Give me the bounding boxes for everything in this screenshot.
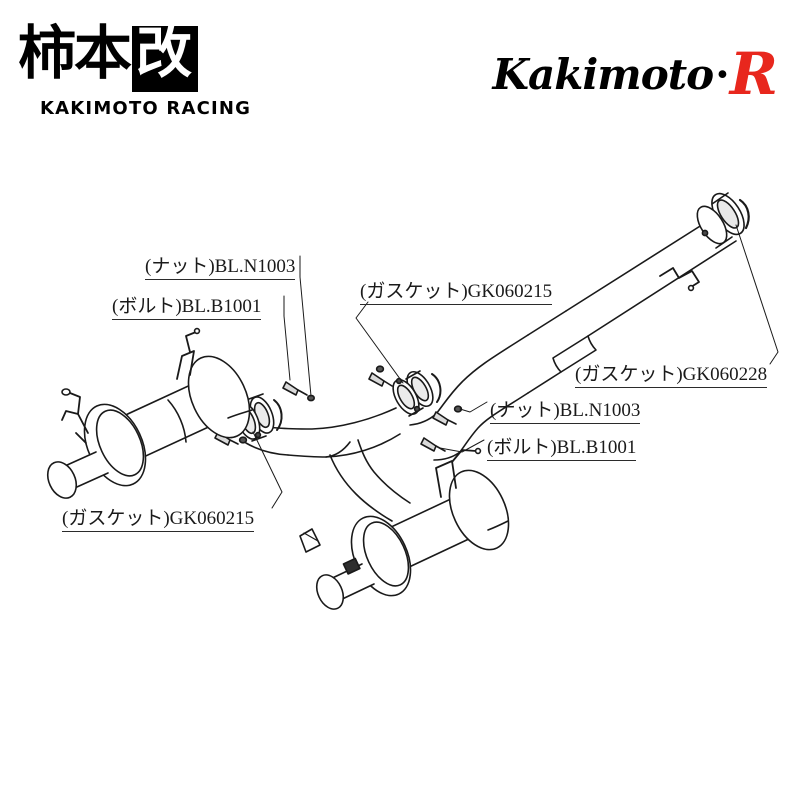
hardware-right-upper: [432, 405, 463, 426]
label-bolt-lower-right: (ボルト)BL.B1001: [487, 437, 637, 461]
logo-script-text: Kakimoto: [492, 49, 715, 99]
hanger-right: [435, 447, 482, 498]
logo-separator-dot: ·: [715, 49, 730, 99]
hanger-hook-front: [659, 267, 700, 292]
logo-accent-r: R: [729, 40, 778, 108]
logo-romaji-text: KAKIMOTO RACING: [40, 98, 252, 119]
kanji-kaki: 柿: [18, 19, 76, 87]
label-bolt-upper-left: (ボルト)BL.B1001: [112, 296, 262, 320]
hardware-mid-lower: [368, 365, 393, 387]
hardware-right-lower: [420, 437, 446, 452]
flange-rear: [696, 192, 750, 249]
label-nut-lower-right: (ナット)BL.N1003: [490, 400, 641, 424]
muffler-left: [46, 355, 253, 499]
flange-mid: [392, 370, 442, 417]
kanji-row: 柿 本 改: [18, 20, 208, 96]
kanji-kai-box: 改: [132, 20, 198, 92]
label-gasket-lower-left: (ガスケット)GK060215: [62, 508, 255, 532]
kanji-moto: 本: [74, 19, 132, 87]
leader-lines: [252, 224, 779, 509]
hardware-mid-upper: [282, 381, 315, 402]
label-gasket-right: (ガスケット)GK060228: [575, 364, 768, 388]
kakimoto-racing-logo: 柿 本 改 KAKIMOTO RACING: [18, 20, 250, 122]
y-split-pipe: [239, 407, 411, 522]
label-nut-upper-left: (ナット)BL.N1003: [145, 256, 296, 280]
label-gasket-center: (ガスケット)GK060215: [360, 281, 553, 305]
kakimoto-r-logo: Kakimoto · R: [493, 44, 778, 104]
kanji-kai: 改: [136, 20, 192, 86]
front-pipe: [409, 215, 737, 461]
hanger-left-rear: [176, 327, 201, 380]
muffler-right: [299, 469, 510, 610]
hanger-left-front: [61, 388, 89, 444]
